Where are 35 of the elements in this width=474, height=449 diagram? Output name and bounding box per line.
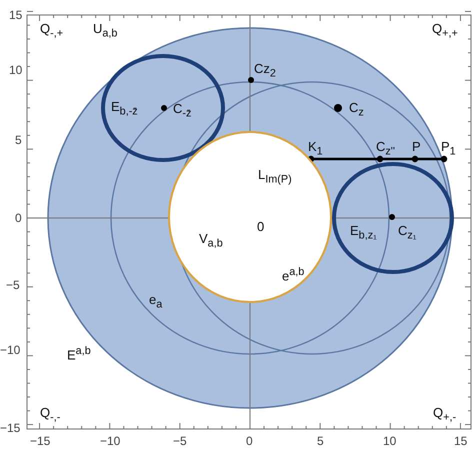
- math-label: e$_{a}$: [149, 293, 162, 312]
- axis-tick-label: 10: [9, 63, 22, 77]
- axis-tick-label: 5: [15, 133, 22, 147]
- math-label: V$_{a,b}$: [199, 232, 223, 251]
- math-label: 0: [257, 220, 264, 234]
- math-label: e$^{a,b}$: [282, 265, 304, 284]
- math-label: C$_{z₁}$: [398, 224, 416, 243]
- axis-tick-label: 15: [454, 434, 468, 448]
- math-label: C$_{z}$: [349, 101, 364, 120]
- math-label: C$_{z''}$: [376, 140, 395, 159]
- axis-tick-label: −5: [173, 434, 187, 448]
- math-label: E$^{a,b}$: [67, 344, 91, 362]
- axis-tick-label: 5: [317, 434, 324, 448]
- math-label: Cz$_{2}$: [254, 62, 276, 81]
- axis-tick-label: 0: [246, 434, 253, 448]
- axis-tick-label: 10: [383, 434, 396, 448]
- math-label: K$_{1}$: [308, 140, 323, 159]
- axis-tick-label: −15: [30, 434, 50, 448]
- axis-tick-label: −10: [100, 434, 120, 448]
- axis-tick-label: 0: [15, 211, 22, 225]
- math-label: Q$_{+,+}$: [432, 22, 458, 41]
- axis-tick-label: −5: [6, 278, 20, 292]
- math-label: U$_{a,b}$: [93, 22, 118, 41]
- math-label: Q$_{-,+}$: [40, 22, 64, 41]
- math-label: E$_{b,-z̄}$: [111, 100, 138, 119]
- math-label: C$_{-z̄}$: [173, 102, 192, 121]
- math-label: Q$_{+,-}$: [433, 406, 456, 425]
- math-label: Q$_{-,-}$: [40, 406, 60, 425]
- axis-tick-label: −10: [0, 343, 20, 357]
- math-label: L$_{Im(P)}$: [258, 168, 292, 187]
- axis-tick-label: −15: [0, 421, 20, 435]
- math-label: P$_{1}$: [441, 140, 456, 159]
- axis-tick-label: 15: [9, 8, 22, 22]
- math-label: P: [412, 140, 421, 154]
- math-label: E$_{b,z₁}$: [350, 224, 377, 243]
